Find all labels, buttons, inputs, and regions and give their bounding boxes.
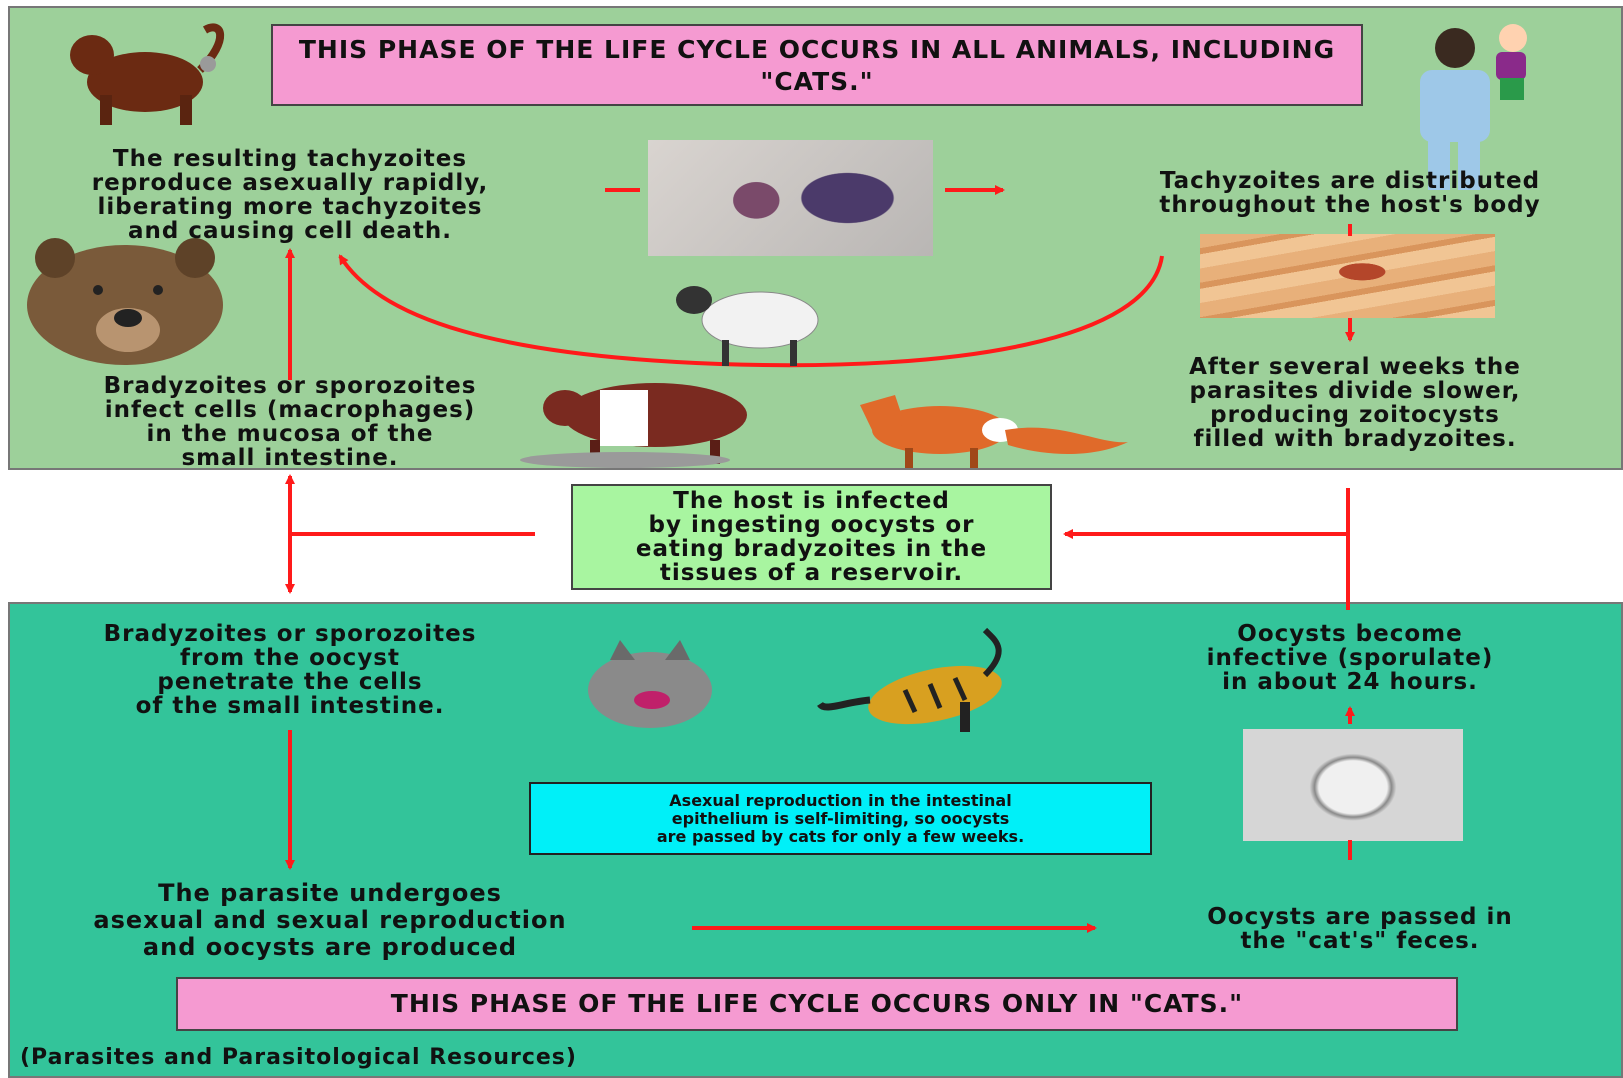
step-parasites-divide-slower: After several weeks the parasites divide…: [1115, 355, 1595, 451]
step-penetrate-cells: Bradyzoites or sporozoites from the oocy…: [20, 622, 560, 718]
source-credit: (Parasites and Parasitological Resources…: [20, 1045, 577, 1070]
bottom-phase-banner: THIS PHASE OF THE LIFE CYCLE OCCURS ONLY…: [176, 977, 1458, 1031]
step-tachyzoites-reproduce: The resulting tachyzoites reproduce asex…: [20, 147, 560, 243]
step-oocysts-infective: Oocysts become infective (sporulate) in …: [1130, 622, 1570, 694]
bear-icon: [27, 238, 223, 365]
step-oocysts-passed: Oocysts are passed in the "cat's" feces.: [1140, 905, 1580, 953]
host-infected-box: The host is infected by ingesting oocyst…: [571, 484, 1052, 590]
monkey-icon: [70, 27, 220, 125]
step-tachyzoites-distributed: Tachyzoites are distributed throughout t…: [1085, 169, 1615, 217]
gray-cat-icon: [588, 640, 712, 728]
person-holding-child-icon: [1420, 24, 1527, 190]
step-bradyzoites-infect: Bradyzoites or sporozoites infect cells …: [20, 374, 560, 470]
self-limiting-note: Asexual reproduction in the intestinal e…: [529, 782, 1152, 855]
fox-icon: [860, 395, 1128, 468]
top-phase-banner: THIS PHASE OF THE LIFE CYCLE OCCURS IN A…: [271, 24, 1363, 106]
step-parasite-reproduction: The parasite undergoes asexual and sexua…: [15, 880, 645, 961]
sheep-icon: [676, 286, 818, 366]
tiger-icon: [820, 630, 1007, 735]
